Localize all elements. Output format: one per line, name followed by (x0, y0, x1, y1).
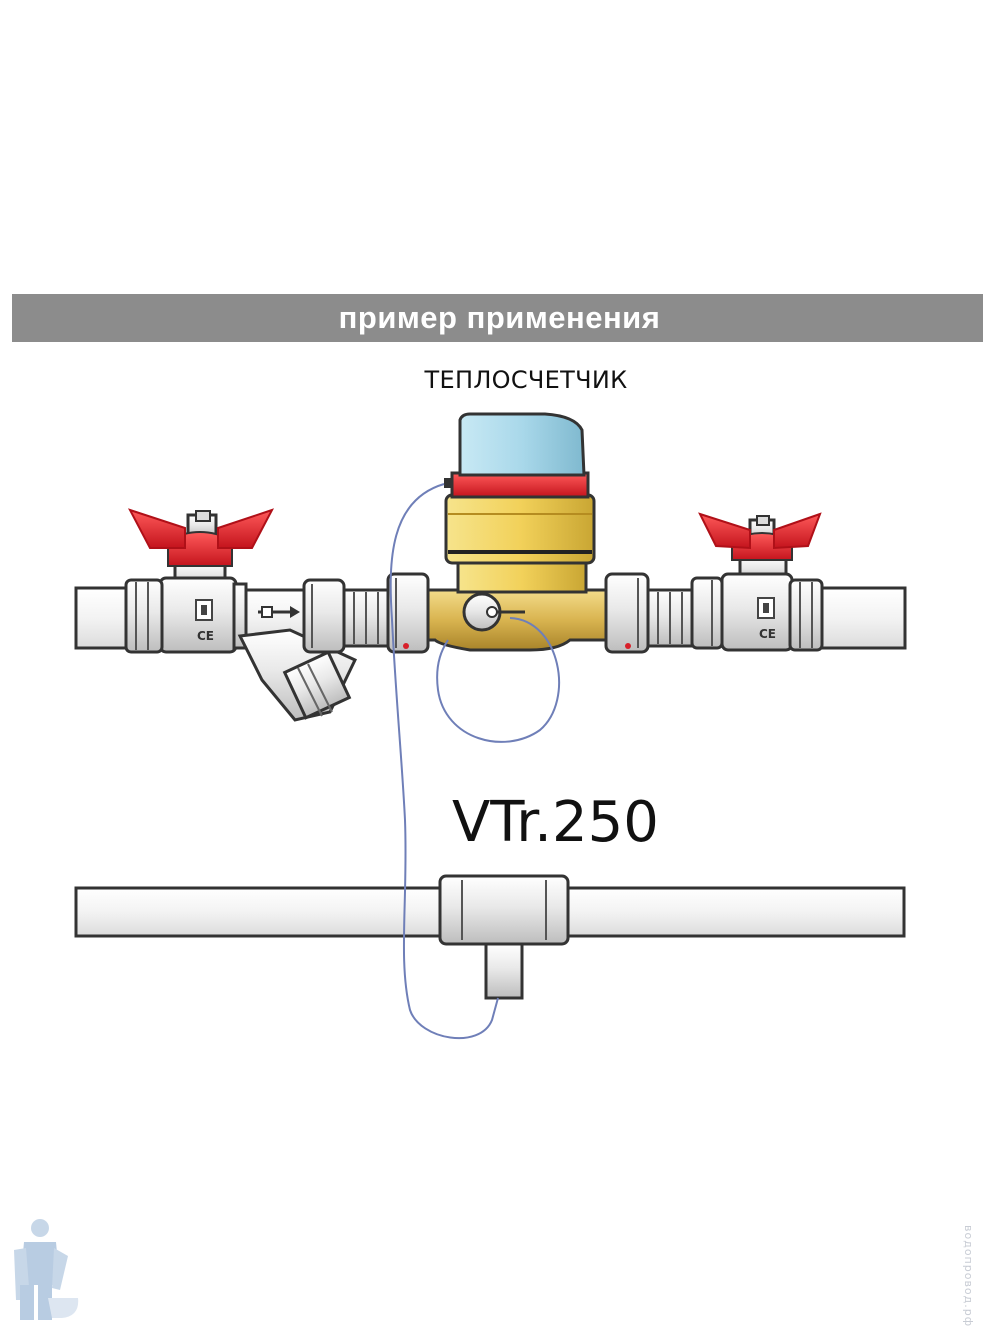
sensor-wires (389, 483, 561, 1040)
left-union-fitting (302, 572, 430, 654)
heat-meter (426, 412, 614, 652)
model-label: VTr.250 (452, 790, 659, 855)
tee-fitting (438, 874, 570, 1000)
butterfly-handle-icon (698, 512, 822, 550)
section-banner: пример применения (12, 294, 983, 342)
ce-mark-icon: CE (759, 627, 776, 641)
plumber-logo-icon (14, 1219, 79, 1320)
left-ball-valve: CE (124, 508, 275, 654)
upper-pipe-right (813, 586, 907, 650)
right-union-fitting (604, 572, 694, 654)
banner-title: пример применения (338, 300, 661, 335)
ce-mark-icon: CE (197, 629, 214, 643)
heat-meter-label: ТЕПЛОСЧЕТЧИК (424, 366, 628, 394)
watermark: водопровод.рф (962, 1225, 975, 1328)
lower-pipe (74, 886, 906, 938)
right-ball-valve: CE (690, 512, 824, 652)
flow-arrow-icon (258, 606, 300, 618)
butterfly-handle-icon (127, 508, 275, 549)
